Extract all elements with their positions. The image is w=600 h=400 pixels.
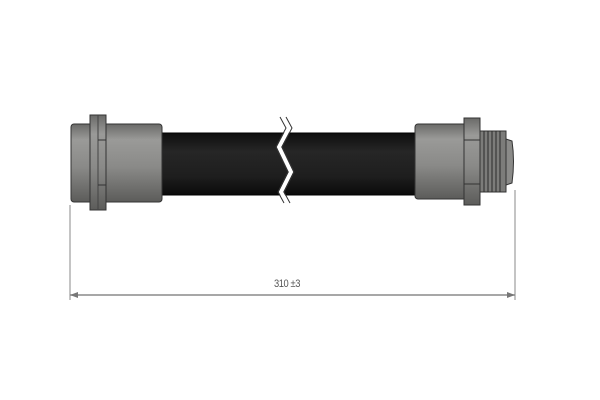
dimension-label: 310 ±3	[273, 278, 300, 290]
break-symbol-icon	[275, 116, 295, 204]
left-fitting	[70, 114, 163, 211]
extension-lines	[69, 190, 516, 300]
dimension-line	[70, 292, 515, 298]
right-fitting	[414, 117, 514, 206]
